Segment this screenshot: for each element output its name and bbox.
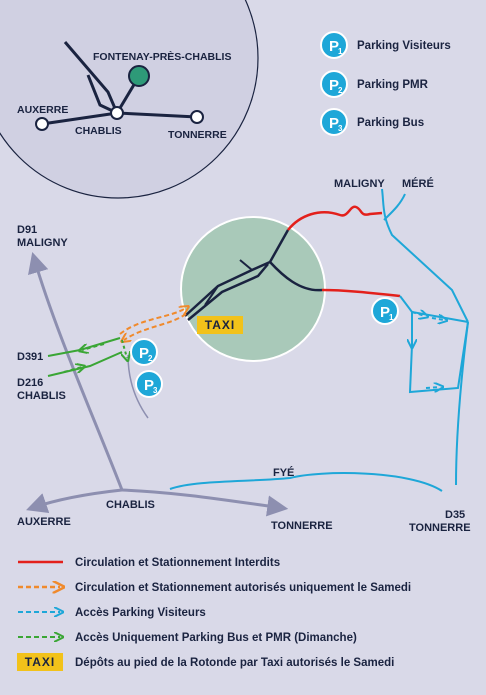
main-map: P 1 P 2 P 3 TAXI MALIGNY MÉRÉ D91 MALIGN… [17, 177, 471, 534]
legend-item-bus-pmr: Accès Uniquement Parking Bus et PMR (Dim… [18, 632, 357, 644]
parking-key-p3: P 3 Parking Bus [320, 108, 424, 136]
inset-circle [0, 0, 259, 199]
road-forbidden-east [321, 288, 401, 298]
legend-item-saturday: Circulation et Stationnement autorisés u… [18, 582, 411, 594]
parking-key-p1: P 1 Parking Visiteurs [320, 31, 451, 59]
svg-text:2: 2 [148, 354, 153, 363]
auxerre-marker [35, 117, 49, 131]
svg-text:3: 3 [338, 124, 343, 133]
label-mere: MÉRÉ [402, 177, 434, 190]
label-fye: FYÉ [273, 466, 294, 479]
legend-item-visitor: Accès Parking Visiteurs [18, 607, 206, 619]
parking-p1-icon [320, 31, 348, 59]
map-parking-p3: P 3 [135, 370, 163, 398]
inset-label-tonnerre: TONNERRE [168, 129, 227, 141]
svg-text:P: P [329, 38, 339, 55]
label-d91: D91 [17, 224, 37, 236]
tonnerre-marker [190, 110, 204, 124]
svg-text:TAXI: TAXI [205, 318, 235, 332]
inset-label-fontenay: FONTENAY-PRÈS-CHABLIS [93, 50, 231, 63]
parking-key: P 1 Parking Visiteurs P 2 Parking PMR P … [320, 31, 451, 136]
parking-key-p2: P 2 Parking PMR [320, 70, 429, 98]
inset-label-chablis: CHABLIS [75, 125, 122, 137]
label-d35: D35 [445, 509, 465, 521]
map-parking-p2: P 2 [130, 338, 158, 366]
svg-text:Dépôts au pied de la Rotonde p: Dépôts au pied de la Rotonde par Taxi au… [75, 657, 394, 669]
rotonde-area [180, 216, 326, 362]
svg-text:1: 1 [338, 47, 343, 56]
svg-text:P: P [144, 377, 154, 394]
legend-taxi-badge [17, 653, 63, 671]
svg-text:TAXI: TAXI [25, 655, 55, 669]
svg-text:Accès Parking Visiteurs: Accès Parking Visiteurs [75, 607, 206, 619]
svg-text:Circulation et Stationnement a: Circulation et Stationnement autorisés u… [75, 582, 411, 594]
taxi-badge: TAXI [197, 316, 243, 334]
svg-text:P: P [329, 115, 339, 132]
parking-key-label-pmr: Parking PMR [357, 79, 429, 91]
inset-road-north [63, 41, 119, 114]
svg-text:P: P [139, 345, 149, 362]
svg-text:Accès Uniquement Parking Bus e: Accès Uniquement Parking Bus et PMR (Dim… [75, 632, 357, 644]
parking-p3-icon [320, 108, 348, 136]
map-p1-icon [371, 297, 399, 325]
fontenay-marker [128, 65, 150, 87]
road-forbidden-north [287, 205, 383, 231]
label-tonnerre-right: TONNERRE [409, 522, 471, 534]
visitor-access-roads [169, 188, 469, 492]
saturday-roads [120, 308, 186, 340]
label-d391: D391 [17, 351, 43, 363]
map-p3-icon [135, 370, 163, 398]
label-tonnerre-bottom: TONNERRE [271, 520, 333, 532]
parking-p2-icon [320, 70, 348, 98]
inset-locator-map: FONTENAY-PRÈS-CHABLIS AUXERRE CHABLIS TO… [0, 0, 259, 199]
svg-text:3: 3 [153, 386, 158, 395]
label-chablis-d216: CHABLIS [17, 390, 66, 402]
bus-pmr-roads [47, 337, 127, 377]
legend-item-taxi: TAXI Dépôts au pied de la Rotonde par Ta… [17, 653, 394, 671]
label-auxerre: AUXERRE [17, 516, 71, 528]
road-to-auxerre [26, 488, 123, 514]
map-p2-icon [130, 338, 158, 366]
rotonde-roads [184, 229, 323, 321]
svg-text:P: P [380, 304, 390, 321]
map-parking-p1: P 1 [371, 297, 399, 325]
parking-key-label-bus: Parking Bus [357, 117, 424, 129]
label-maligny-left: MALIGNY [17, 237, 68, 249]
parking-key-label-visiteurs: Parking Visiteurs [357, 40, 451, 52]
label-d216: D216 [17, 377, 43, 389]
legend-item-forbidden: Circulation et Stationnement Interdits [18, 557, 280, 569]
label-chablis-center: CHABLIS [106, 499, 155, 511]
legend: Circulation et Stationnement Interdits C… [17, 557, 411, 671]
road-to-tonnerre [121, 488, 289, 517]
svg-text:1: 1 [389, 313, 394, 322]
road-d91-maligny [28, 251, 124, 491]
svg-text:P: P [329, 77, 339, 94]
svg-text:Circulation et Stationnement I: Circulation et Stationnement Interdits [75, 557, 280, 569]
chablis-marker [110, 106, 124, 120]
inset-label-auxerre: AUXERRE [17, 104, 68, 116]
svg-text:2: 2 [338, 86, 343, 95]
label-maligny-top: MALIGNY [334, 178, 385, 190]
